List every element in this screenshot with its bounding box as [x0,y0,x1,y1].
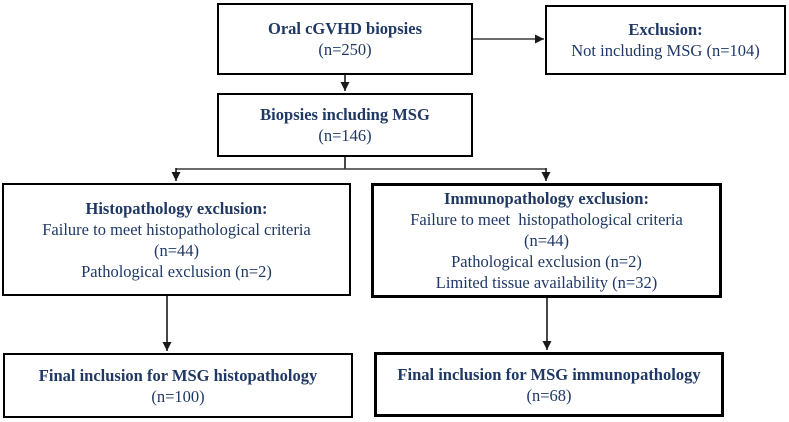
node-oral-cgvhd-biopsies: Oral cGVHD biopsies (n=250) [217,3,473,75]
node-detail: Pathological exclusion (n=2) [451,252,642,271]
node-detail: Not including MSG (n=104) [571,41,760,60]
node-biopsies-including-msg: Biopsies including MSG (n=146) [217,93,473,157]
node-detail: Limited tissue availability (n=32) [435,273,658,292]
node-histopathology-exclusion: Histopathology exclusion: Failure to mee… [2,183,351,296]
node-final-inclusion-histopathology: Final inclusion for MSG histopathology (… [3,353,353,418]
node-title: Biopsies including MSG [260,105,430,124]
node-count: (n=250) [318,40,372,59]
node-count: (n=44) [523,231,570,250]
node-title: Final inclusion for MSG immunopathology [397,364,701,384]
node-final-inclusion-immunopathology: Final inclusion for MSG immunopathology … [374,352,724,417]
node-count: (n=44) [153,240,200,260]
node-title: Immunopathology exclusion: [444,189,649,208]
node-title: Histopathology exclusion: [85,198,268,218]
node-title: Final inclusion for MSG histopathology [38,365,318,385]
node-title: Oral cGVHD biopsies [267,19,422,38]
node-title: Exclusion: [628,20,703,39]
node-count: (n=146) [318,126,372,145]
node-immunopathology-exclusion: Immunopathology exclusion: Failure to me… [371,183,722,298]
node-detail: Failure to meet histopathological criter… [42,219,311,239]
node-count: (n=68) [526,385,572,405]
node-detail: Pathological exclusion (n=2) [81,261,272,281]
node-exclusion-not-including-msg: Exclusion: Not including MSG (n=104) [545,5,786,75]
node-count: (n=100) [151,386,205,406]
node-detail: Failure to meet histopathological criter… [410,210,683,229]
